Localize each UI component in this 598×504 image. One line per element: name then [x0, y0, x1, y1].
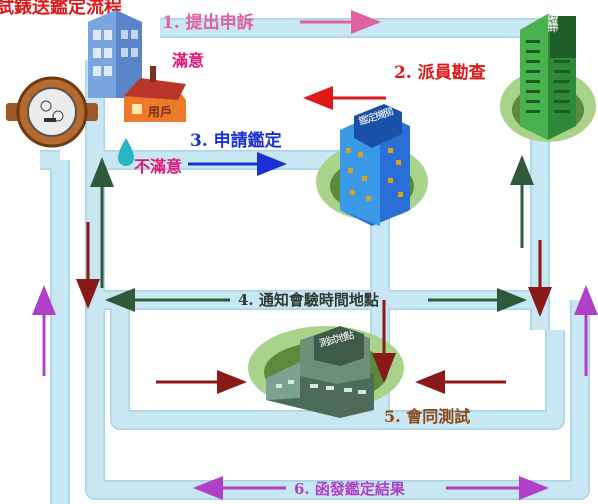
office-building-icon [88, 10, 142, 98]
diagram-title: 試錶送鑑定流程 [0, 0, 122, 18]
water-drop-icon [118, 138, 134, 166]
step2-label: 2. 派員勘查 [394, 62, 487, 83]
step3-label: 3. 申請鑑定 [190, 130, 282, 151]
user-house-icon: 用戶 [124, 66, 186, 122]
utility-tower-icon: 事業單位 [500, 3, 596, 142]
satisfied-label: 滿意 [172, 51, 204, 70]
appraisal-agency-icon: 鑑定機關 [316, 104, 428, 226]
house-sign: 用戶 [147, 104, 172, 119]
step5-label: 5. 會同測試 [384, 407, 470, 426]
step4-label: 4. 通知會驗時間地點 [238, 291, 379, 309]
unsatisfied-label: 不滿意 [134, 157, 182, 176]
water-meter-icon [6, 76, 98, 148]
step6-label: 6. 函發鑑定結果 [294, 480, 406, 498]
step1-label: 1. 提出申訴 [162, 12, 254, 33]
test-site-icon: 測試地點 [248, 326, 404, 418]
utility-sign: 事業單位 [546, 3, 560, 33]
